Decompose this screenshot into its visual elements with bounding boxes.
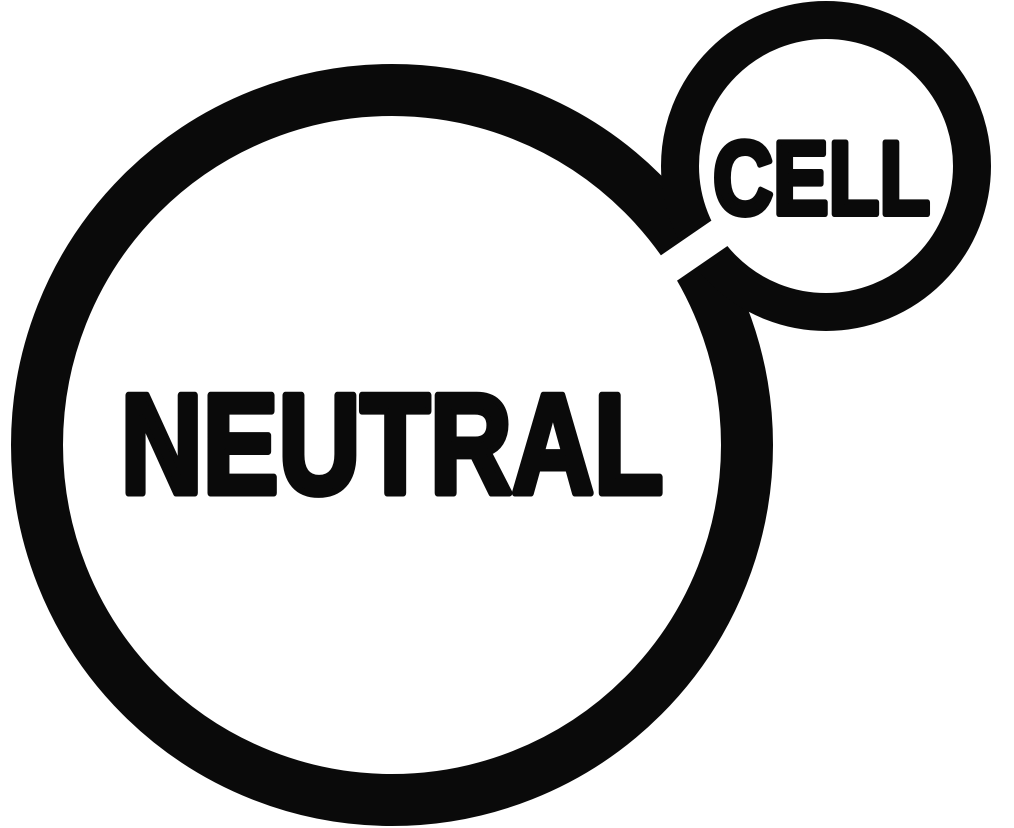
small-circle-outline [661,1,991,331]
cell-wordmark: CELL [713,120,930,236]
large-circle-outline [11,64,773,826]
neutral-wordmark: NEUTRAL [121,366,664,524]
circle-junction-gap [635,209,748,296]
